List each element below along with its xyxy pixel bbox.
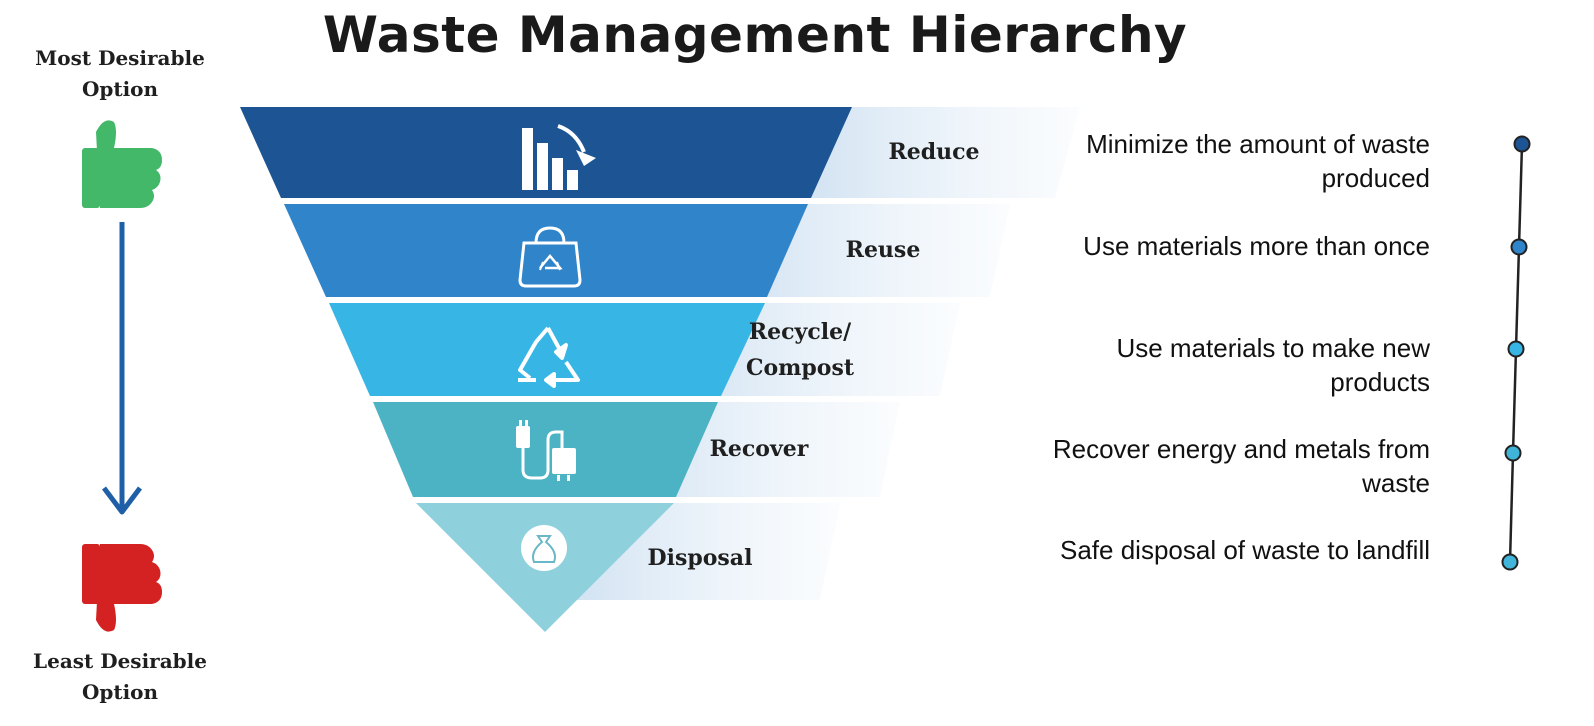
timeline-dot-recycle — [1507, 340, 1525, 358]
page-title: Waste Management Hierarchy — [322, 6, 1188, 64]
desirability-arrow-head — [102, 486, 142, 515]
thumbs-down-icon — [82, 544, 162, 632]
recycle-icon — [518, 326, 580, 388]
desc-reuse: Use materials more than once — [1083, 231, 1430, 261]
timeline-dot-reduce — [1513, 135, 1531, 153]
desc-reduce: Minimize the amount of waste produced — [1086, 129, 1430, 193]
recover-band — [373, 402, 718, 497]
reuse-band — [284, 204, 808, 297]
trash-bag-icon — [521, 525, 567, 571]
least-desirable-label: Least Desirable Option — [33, 649, 207, 704]
most-desirable-label: Most Desirable Option — [35, 46, 205, 101]
reduce-label-band — [790, 107, 1080, 198]
plug-icon — [516, 420, 576, 481]
level-label-disposal: Disposal — [647, 545, 753, 571]
thumbs-up-icon — [82, 120, 162, 208]
level-label-recycle-line2: Compost — [745, 355, 855, 381]
desc-recover: Recover energy and metals from waste — [1052, 434, 1430, 498]
recycle-band — [329, 303, 765, 396]
timeline-dot-recover — [1504, 444, 1522, 462]
level-label-reduce: Reduce — [888, 139, 980, 165]
bar-chart-down-icon — [522, 124, 596, 190]
desc-recycle: Use materials to make new products — [1116, 333, 1430, 397]
level-label-recover: Recover — [709, 436, 809, 462]
level-label-reuse: Reuse — [845, 237, 921, 263]
level-label-recycle-line1: Recycle/ — [748, 319, 852, 345]
level-label-recycle: Recycle/ — [690, 314, 910, 350]
timeline-dot-reuse — [1510, 238, 1528, 256]
desc-disposal: Safe disposal of waste to landfill — [1060, 535, 1430, 565]
recycle-bag-icon — [518, 226, 582, 288]
timeline-dot-disposal — [1501, 553, 1519, 571]
